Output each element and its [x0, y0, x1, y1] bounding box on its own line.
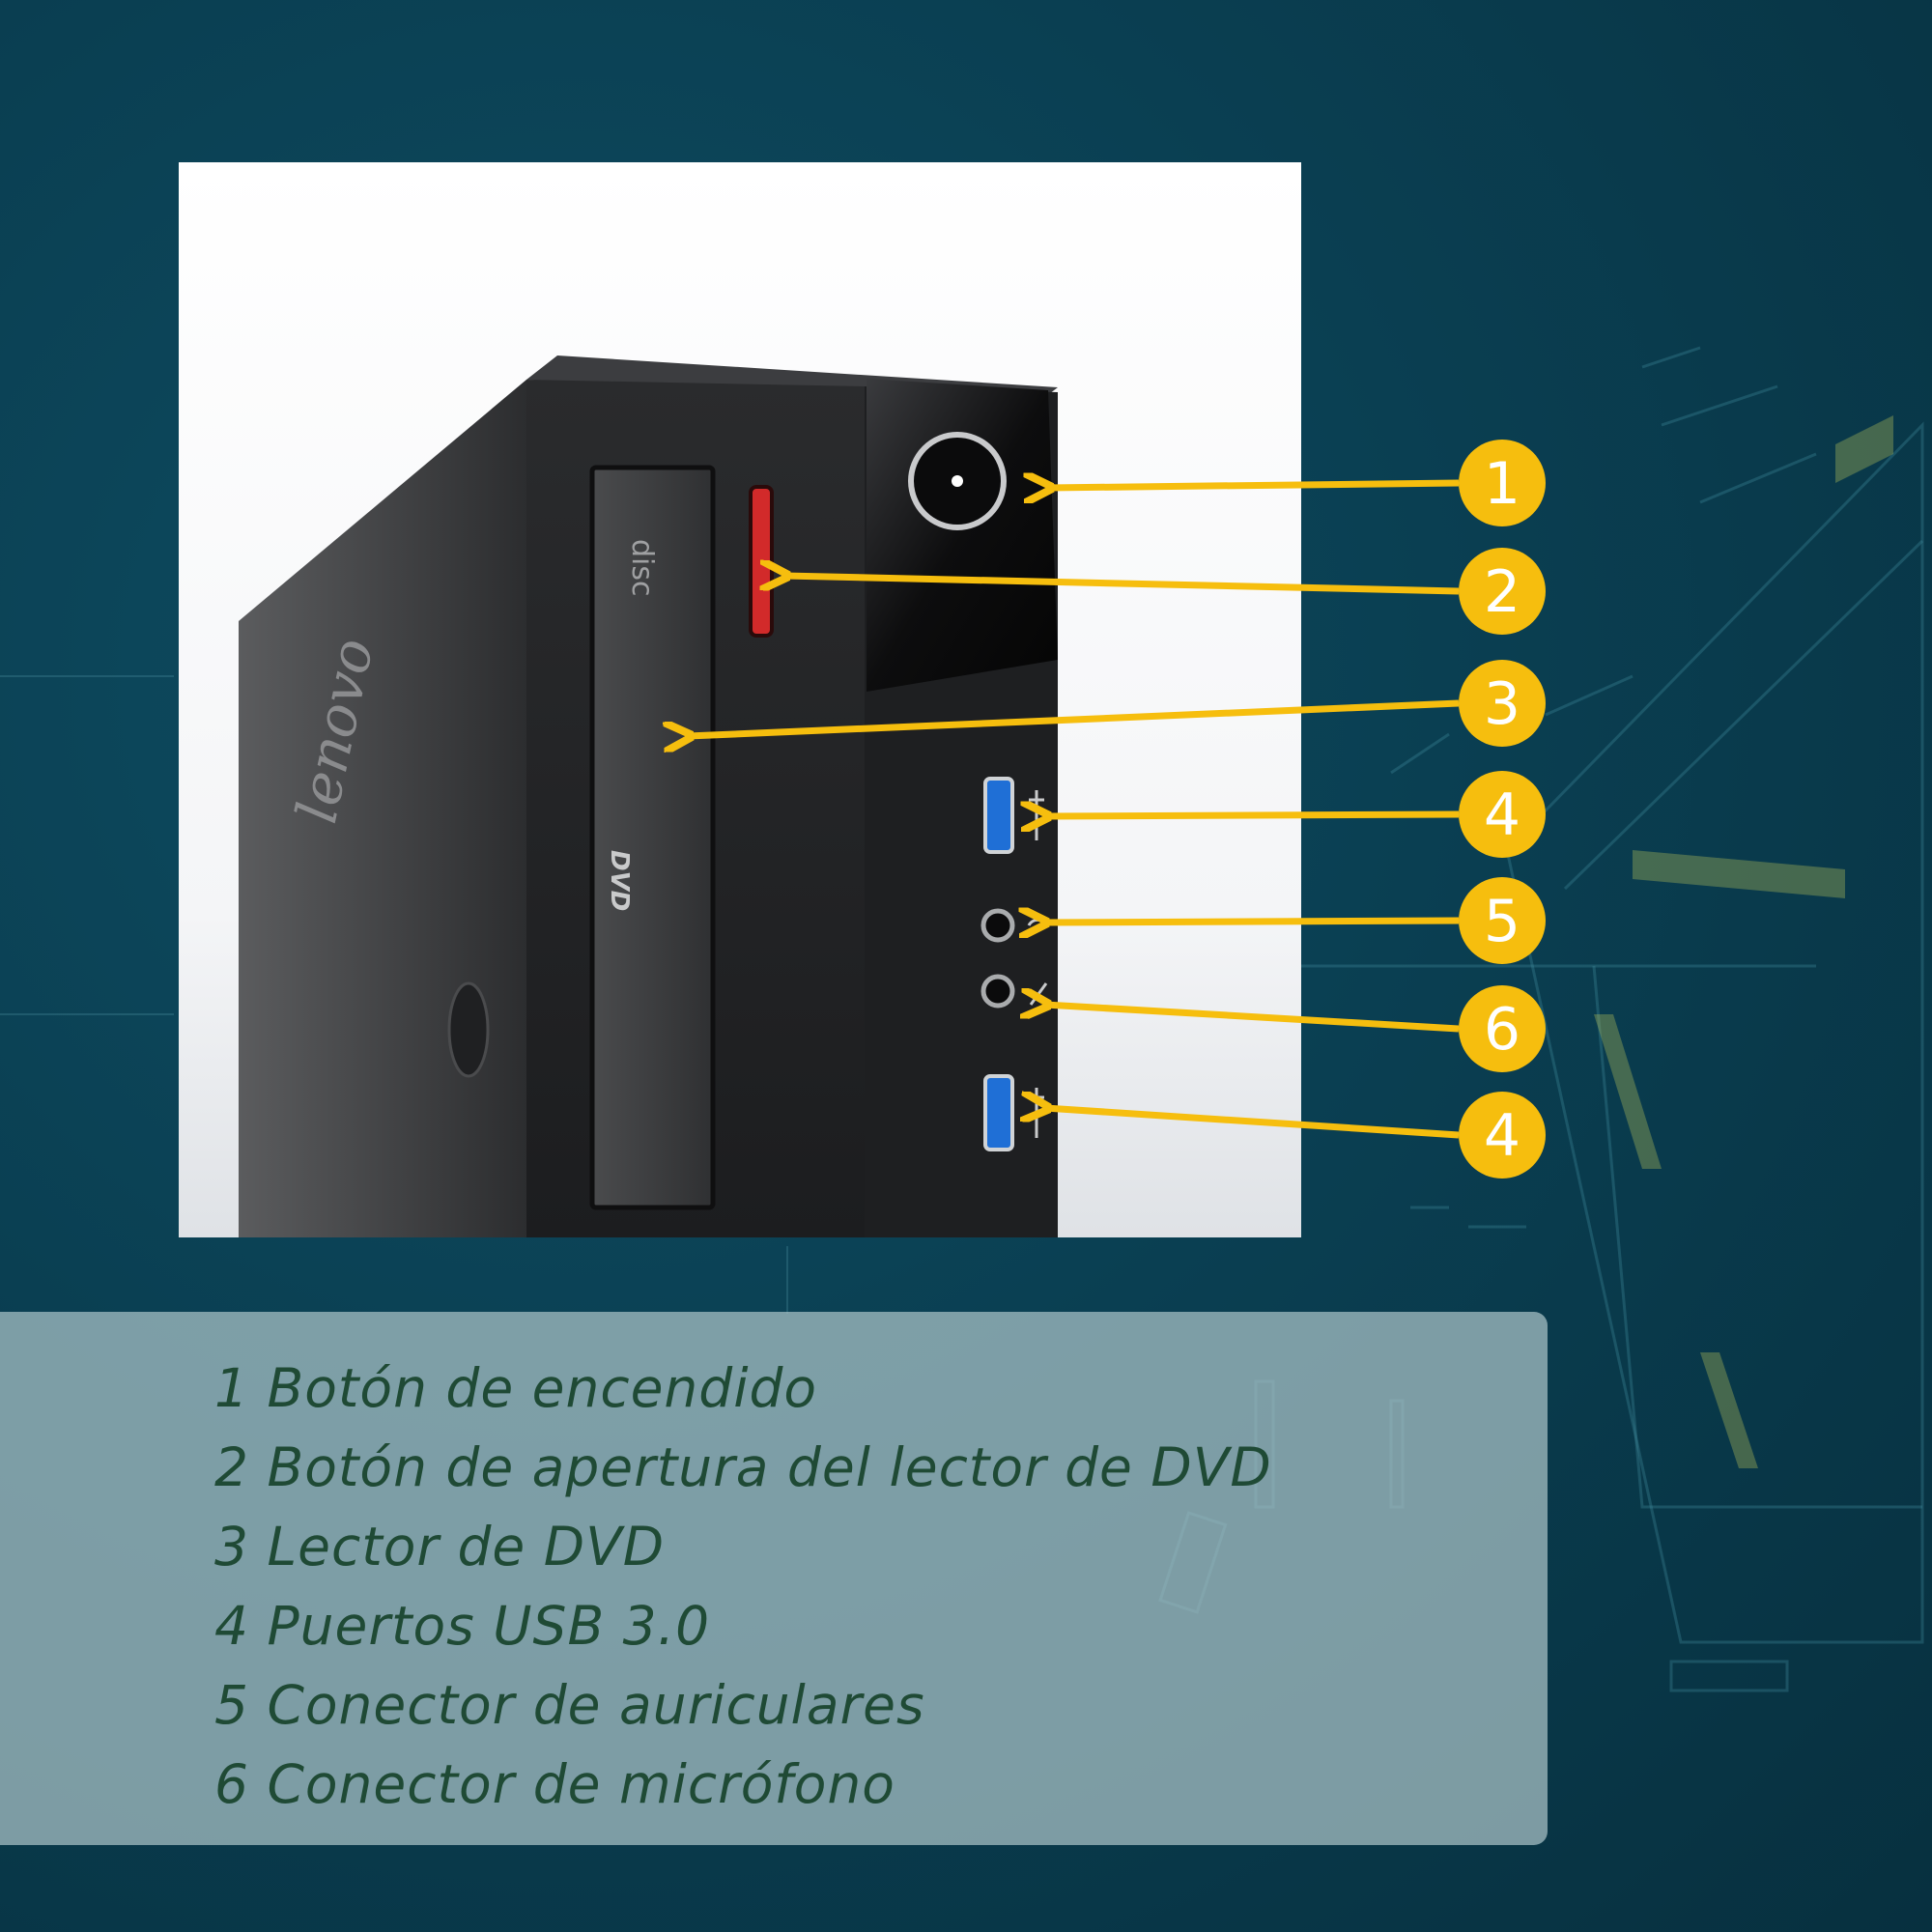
legend-item-dvd-eject-button: 2 Botón de apertura del lector de DVD	[214, 1436, 1272, 1498]
headphone-jack	[980, 908, 1015, 943]
glossy-panel	[867, 379, 1058, 692]
legend-item-power-button: 1 Botón de encendido	[214, 1357, 818, 1419]
dvd-tray	[589, 465, 716, 1210]
legend-panel: 1 Botón de encendido 2 Botón de apertura…	[0, 1312, 1548, 1845]
tower-side-panel	[239, 380, 526, 1237]
product-photo: lenovo disc DVD	[179, 162, 1301, 1237]
side-button	[447, 981, 490, 1078]
usb-port-bottom	[983, 1074, 1014, 1151]
legend-item-dvd-reader: 3 Lector de DVD	[214, 1516, 666, 1577]
disc-logo: disc	[625, 539, 659, 597]
desktop-tower-illustration: lenovo disc DVD	[239, 355, 1058, 1237]
legend-item-usb-ports: 4 Puertos USB 3.0	[214, 1595, 711, 1657]
usb-port-top	[983, 777, 1014, 854]
legend-item-microphone-jack: 6 Conector de micrófono	[214, 1753, 895, 1815]
microphone-jack	[980, 974, 1015, 1009]
legend-list: 1 Botón de encendido 2 Botón de apertura…	[214, 1349, 1272, 1824]
dvd-logo: DVD	[605, 850, 634, 911]
dvd-eject-button	[749, 485, 774, 638]
legend-item-headphone-jack: 5 Conector de auriculares	[214, 1674, 925, 1736]
